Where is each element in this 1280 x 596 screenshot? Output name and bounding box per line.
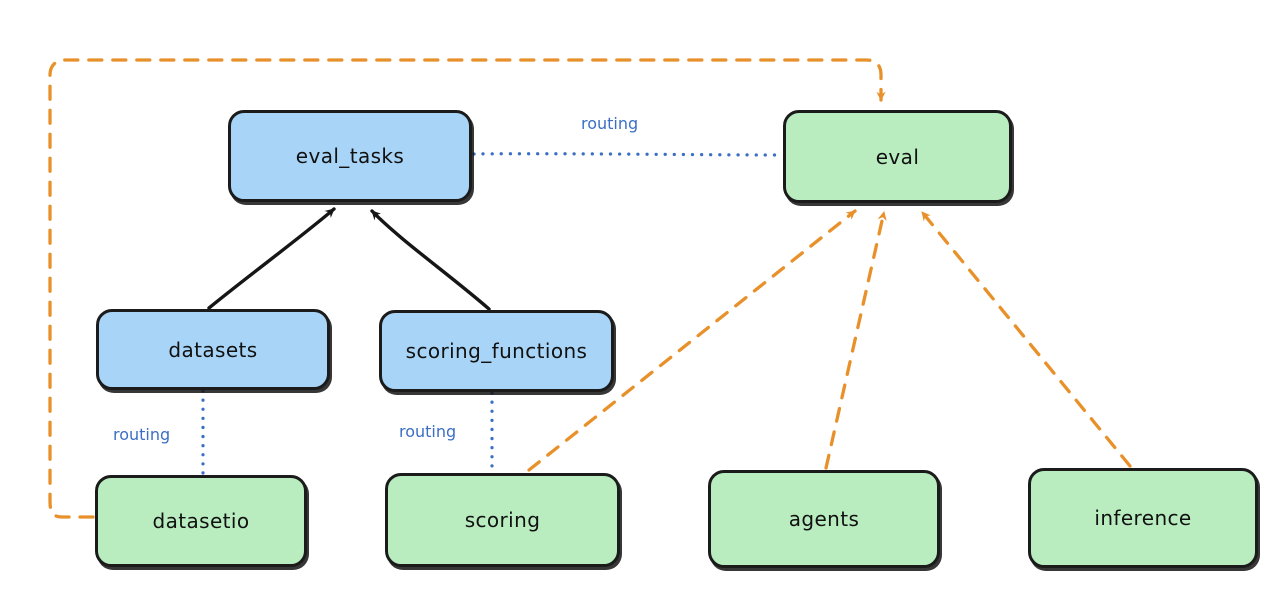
node-agents[interactable]: agents xyxy=(708,470,940,568)
node-datasets[interactable]: datasets xyxy=(96,309,330,390)
node-eval-tasks[interactable]: eval_tasks xyxy=(228,110,472,202)
edge-label-routing-eval-tasks-eval: routing xyxy=(578,114,642,133)
node-eval[interactable]: eval xyxy=(783,110,1012,203)
node-label-datasetio: datasetio xyxy=(152,509,250,533)
node-datasetio[interactable]: datasetio xyxy=(95,475,307,567)
node-scoring[interactable]: scoring xyxy=(385,473,620,567)
node-label-datasets: datasets xyxy=(168,337,258,362)
node-scoring-functions[interactable]: scoring_functions xyxy=(379,310,614,392)
node-label-eval-tasks: eval_tasks xyxy=(295,144,405,168)
edge-label-routing-datasets-datasetio: routing xyxy=(110,425,174,444)
edge-agents-eval xyxy=(824,210,887,470)
node-label-agents: agents xyxy=(788,507,860,531)
edge-inference-eval xyxy=(920,210,1132,468)
edge-label-routing-scoring-functions-scoring: routing xyxy=(396,422,460,441)
node-label-scoring-functions: scoring_functions xyxy=(405,339,588,363)
node-label-inference: inference xyxy=(1094,506,1192,530)
node-inference[interactable]: inference xyxy=(1028,468,1258,568)
node-label-scoring: scoring xyxy=(464,508,541,532)
node-label-eval: eval xyxy=(875,144,920,169)
edge-eval_tasks-eval xyxy=(472,152,783,157)
edge-datasets-eval_tasks xyxy=(207,207,336,310)
edge-scoring_functions-eval_tasks xyxy=(370,209,491,311)
